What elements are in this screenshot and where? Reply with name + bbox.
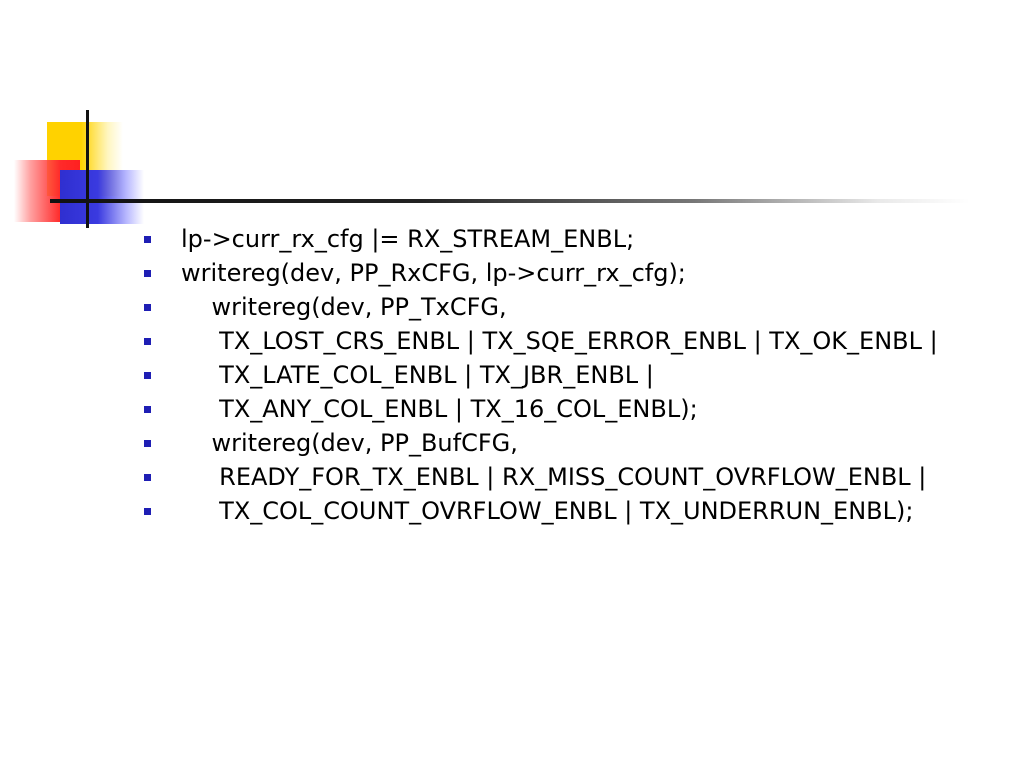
bullet-list: lp->curr_rx_cfg |= RX_STREAM_ENBL; write… xyxy=(144,226,1004,532)
list-item: writereg(dev, PP_BufCFG, xyxy=(144,430,1004,456)
logo-blue-square xyxy=(60,170,144,224)
list-item: READY_FOR_TX_ENBL | RX_MISS_COUNT_OVRFLO… xyxy=(144,464,1004,490)
logo-vertical-line xyxy=(86,110,89,228)
list-item: TX_LATE_COL_ENBL | TX_JBR_ENBL | xyxy=(144,362,1004,388)
list-item: TX_ANY_COL_ENBL | TX_16_COL_ENBL); xyxy=(144,396,1004,422)
square-bullet-icon xyxy=(144,270,151,277)
square-bullet-icon xyxy=(144,474,151,481)
square-bullet-icon xyxy=(144,304,151,311)
bullet-text: writereg(dev, PP_BufCFG, xyxy=(181,429,518,457)
bullet-text: TX_COL_COUNT_OVRFLOW_ENBL | TX_UNDERRUN_… xyxy=(181,497,914,525)
list-item: writereg(dev, PP_RxCFG, lp->curr_rx_cfg)… xyxy=(144,260,1004,286)
bullet-text: writereg(dev, PP_RxCFG, lp->curr_rx_cfg)… xyxy=(181,259,686,287)
bullet-text: TX_LOST_CRS_ENBL | TX_SQE_ERROR_ENBL | T… xyxy=(181,327,938,355)
square-bullet-icon xyxy=(144,338,151,345)
decorative-logo xyxy=(0,0,200,240)
list-item: TX_COL_COUNT_OVRFLOW_ENBL | TX_UNDERRUN_… xyxy=(144,498,1004,524)
bullet-text: lp->curr_rx_cfg |= RX_STREAM_ENBL; xyxy=(181,225,635,253)
title-divider-line xyxy=(50,199,970,203)
list-item: writereg(dev, PP_TxCFG, xyxy=(144,294,1004,320)
square-bullet-icon xyxy=(144,440,151,447)
square-bullet-icon xyxy=(144,236,151,243)
bullet-text: READY_FOR_TX_ENBL | RX_MISS_COUNT_OVRFLO… xyxy=(181,463,927,491)
bullet-text: TX_LATE_COL_ENBL | TX_JBR_ENBL | xyxy=(181,361,654,389)
bullet-text: TX_ANY_COL_ENBL | TX_16_COL_ENBL); xyxy=(181,395,698,423)
square-bullet-icon xyxy=(144,406,151,413)
list-item: lp->curr_rx_cfg |= RX_STREAM_ENBL; xyxy=(144,226,1004,252)
list-item: TX_LOST_CRS_ENBL | TX_SQE_ERROR_ENBL | T… xyxy=(144,328,1004,354)
square-bullet-icon xyxy=(144,372,151,379)
bullet-text: writereg(dev, PP_TxCFG, xyxy=(181,293,507,321)
square-bullet-icon xyxy=(144,508,151,515)
